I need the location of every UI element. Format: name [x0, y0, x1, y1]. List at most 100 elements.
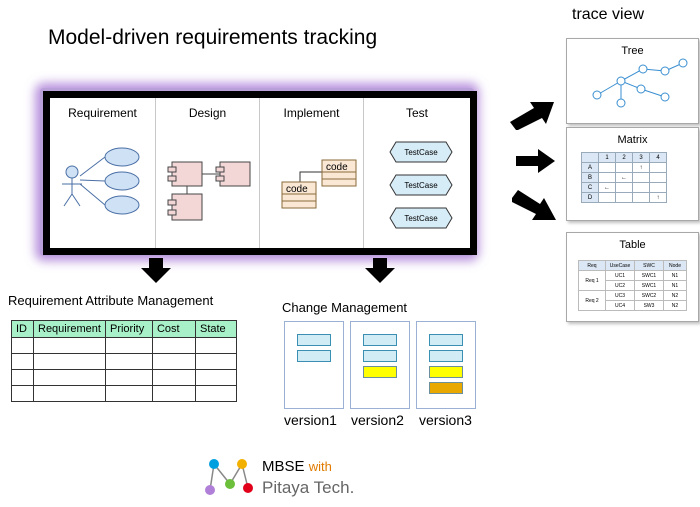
design-column: Design — [156, 98, 260, 248]
version-bar — [363, 334, 397, 346]
trace-table-header: SWC — [634, 260, 664, 271]
component-box — [171, 193, 203, 221]
matrix-cell — [598, 172, 616, 183]
table-row — [11, 385, 237, 402]
matrix-cell — [598, 192, 616, 203]
matrix-cell — [615, 192, 633, 203]
trace-table-cell: UC4 — [605, 300, 635, 311]
trace-table-cell: UC2 — [605, 280, 635, 291]
table-label: Table — [619, 239, 646, 251]
trace-table-header: Node — [663, 260, 687, 271]
use-case-ellipse — [104, 171, 140, 191]
version-bar-new — [429, 382, 463, 394]
matrix-header: 1 — [598, 152, 616, 163]
implement-column: Implement code code — [260, 98, 364, 248]
trace-table-cell: SWC2 — [634, 290, 664, 301]
matrix-cell — [632, 192, 650, 203]
trace-table-header: UseCase — [605, 260, 635, 271]
test-case-diagram: TestCase TestCase TestCase — [389, 141, 453, 229]
matrix-row-label: B — [581, 172, 599, 183]
matrix-cell — [615, 182, 633, 193]
test-case-shape — [389, 207, 453, 229]
logo-company: Pitaya Tech. — [262, 478, 355, 497]
trace-table-cell: N2 — [663, 290, 687, 301]
matrix-header: 4 — [649, 152, 667, 163]
logo-with-text: with — [308, 459, 332, 474]
version-bar — [429, 334, 463, 346]
arrow-down-right-icon — [512, 190, 556, 220]
matrix-header — [581, 152, 599, 163]
pitaya-logo-icon — [205, 459, 253, 495]
matrix-label: Matrix — [617, 134, 648, 146]
matrix-cell — [649, 162, 667, 173]
test-column: Test TestCase TestCase TestCase — [364, 98, 470, 248]
table-view-card: Table Req UseCase SWC Node Req 1 UC1 SWC… — [566, 232, 699, 322]
down-arrow-icon — [141, 258, 171, 283]
version2-card — [350, 321, 410, 409]
trace-table-cell: SWC1 — [634, 270, 664, 281]
attribute-table: ID Requirement Priority Cost State — [11, 320, 237, 402]
matrix-row-label: D — [581, 192, 599, 203]
trace-table-cell: UC3 — [605, 290, 635, 301]
matrix-header: 3 — [632, 152, 650, 163]
page-title: Model-driven requirements tracking — [48, 26, 378, 49]
attribute-header-state: State — [194, 320, 237, 338]
code-diagram: code code — [281, 159, 357, 209]
implement-label: Implement — [283, 106, 340, 120]
test-label: Test — [405, 106, 428, 120]
table-row — [11, 369, 237, 386]
code-label: code — [286, 184, 308, 195]
matrix-cell: ↑ — [649, 192, 667, 203]
matrix-cell — [632, 182, 650, 193]
version-bar-changed — [429, 366, 463, 378]
attribute-header-cost: Cost — [151, 320, 196, 338]
logo-brand-text: MBSE — [262, 458, 305, 475]
code-box — [281, 181, 317, 209]
attribute-header-requirement: Requirement — [33, 320, 106, 338]
use-case-ellipse — [104, 195, 140, 215]
tree-label: Tree — [621, 45, 644, 57]
logo-brand: MBSE with — [262, 458, 332, 475]
table-row — [11, 337, 237, 354]
code-box — [321, 159, 357, 187]
matrix-cell: ← — [598, 182, 616, 193]
trace-table-cell: SW3 — [634, 300, 664, 311]
matrix-row-label: C — [581, 182, 599, 193]
version-bar-changed — [363, 366, 397, 378]
matrix-cell — [649, 182, 667, 193]
use-case-ellipse — [104, 147, 140, 167]
version2-label: version2 — [351, 412, 404, 428]
matrix-cell — [649, 172, 667, 183]
test-case-label: TestCase — [404, 148, 438, 157]
tree-view-card: Tree — [566, 38, 699, 124]
matrix-view-card: Matrix 1 2 3 4 A ↑ B ← C ← — [566, 127, 699, 221]
attribute-header-priority: Priority — [104, 320, 153, 338]
actor-icon — [62, 165, 82, 207]
trace-table-req: Req 2 — [578, 290, 606, 311]
trace-view-title: trace view — [572, 6, 645, 23]
phase-frame: Requirement Design — [43, 91, 477, 255]
trace-table-cell: N1 — [663, 280, 687, 291]
version-bar — [429, 350, 463, 362]
trace-table-header: Req — [578, 260, 606, 271]
version1-label: version1 — [284, 412, 337, 428]
attribute-header-id: ID — [11, 320, 34, 338]
test-case-shape — [389, 174, 453, 196]
code-label: code — [326, 162, 348, 173]
trace-table-cell: UC1 — [605, 270, 635, 281]
trace-table-cell: N2 — [663, 300, 687, 311]
matrix-cell — [632, 172, 650, 183]
design-label: Design — [188, 106, 227, 120]
trace-table-req: Req 1 — [578, 270, 606, 291]
version-bar — [297, 334, 331, 346]
component-diagram — [167, 161, 251, 221]
matrix-cell: ↑ — [632, 162, 650, 173]
version3-card — [416, 321, 476, 409]
component-box — [219, 161, 251, 187]
version1-card — [284, 321, 344, 409]
test-case-shape — [389, 141, 453, 163]
test-case-label: TestCase — [404, 214, 438, 223]
matrix-header: 2 — [615, 152, 633, 163]
version-bar — [363, 350, 397, 362]
test-case-label: TestCase — [404, 181, 438, 190]
